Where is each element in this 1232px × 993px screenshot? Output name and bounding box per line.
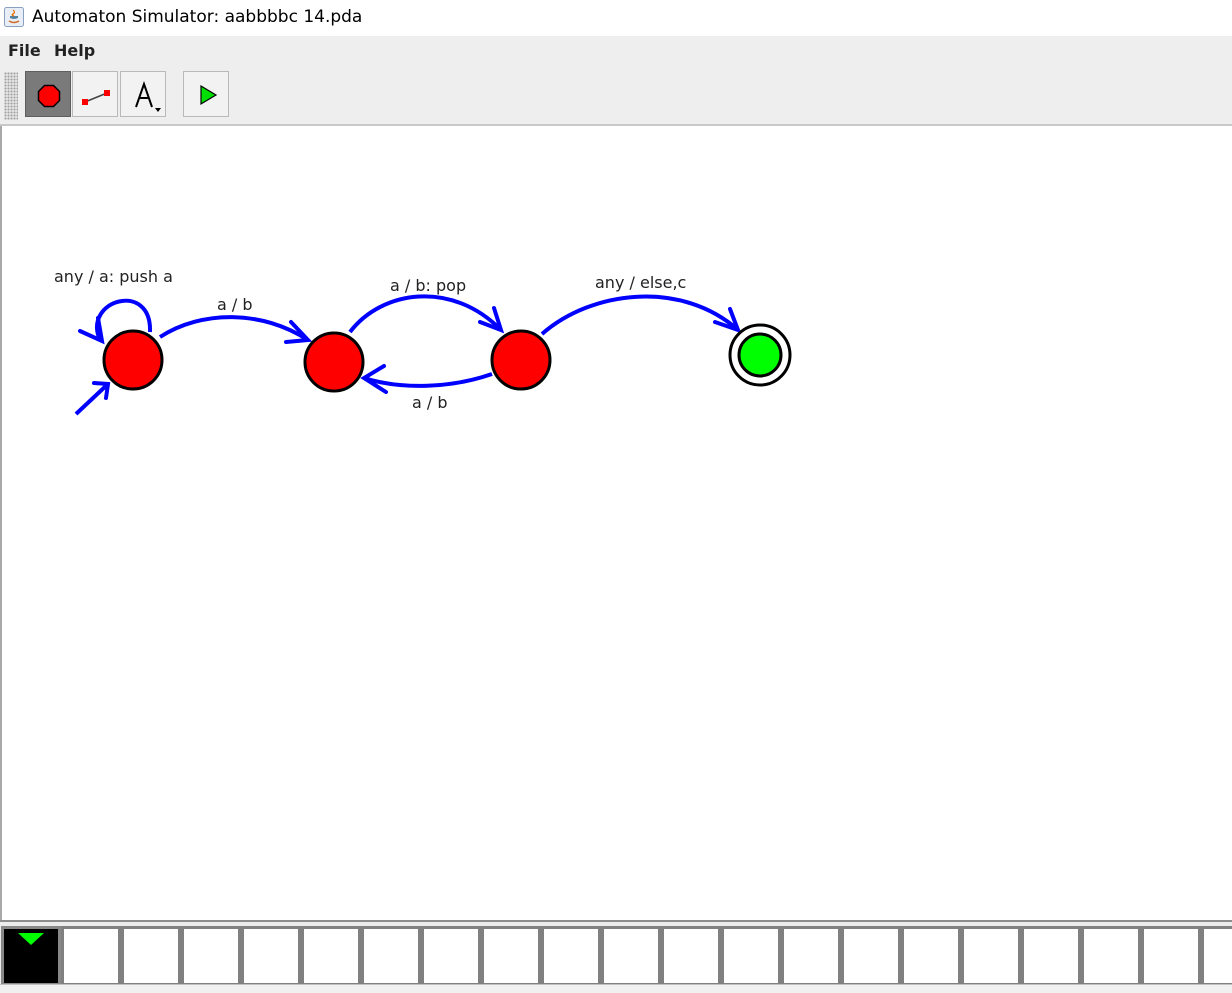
letter-a-icon xyxy=(135,80,161,112)
tape-cell[interactable] xyxy=(361,926,421,986)
tape-cell[interactable] xyxy=(121,926,181,986)
tape-cell[interactable] xyxy=(781,926,841,986)
tape-cell[interactable] xyxy=(1201,926,1232,986)
tape-cell[interactable] xyxy=(1081,926,1141,986)
tape-head-marker-icon xyxy=(18,933,44,945)
tape-cell[interactable] xyxy=(541,926,601,986)
tape-cell[interactable] xyxy=(901,926,961,986)
transition-q2-q3[interactable] xyxy=(540,294,740,336)
state-q3[interactable] xyxy=(737,332,783,378)
start-arrow-head xyxy=(92,381,111,400)
tape-cell[interactable] xyxy=(661,926,721,986)
transition-line-icon xyxy=(82,90,110,105)
window-title: Automaton Simulator: aabbbbc 14.pda xyxy=(32,7,363,27)
transition-q2-q1-head xyxy=(360,364,388,394)
tape-cell[interactable] xyxy=(421,926,481,986)
label-q0-q0: any / a: push a xyxy=(54,267,173,286)
red-circle-icon xyxy=(37,84,61,108)
automaton-canvas[interactable]: any / a: push a a / b a / b: pop a / b a… xyxy=(0,126,1232,920)
run-button[interactable] xyxy=(183,71,229,117)
automaton-diagram: any / a: push a a / b a / b: pop a / b a… xyxy=(54,267,792,416)
transition-q1-q2-head xyxy=(478,306,505,334)
transition-q0-q1-head xyxy=(284,320,313,344)
menu-bar: File Help xyxy=(0,36,1232,66)
start-arrow xyxy=(74,382,110,416)
tape-cell[interactable] xyxy=(721,926,781,986)
green-play-icon xyxy=(200,84,218,106)
label-q2-q1: a / b xyxy=(412,393,448,412)
tape-cell[interactable] xyxy=(961,926,1021,986)
menu-file[interactable]: File xyxy=(8,41,41,60)
state-q2[interactable] xyxy=(490,329,552,391)
transition-q0-q0-head xyxy=(78,316,105,345)
transition-q2-q3-head xyxy=(713,307,742,334)
label-q2-q3: any / else,c xyxy=(595,273,686,292)
java-icon xyxy=(4,7,24,27)
tape-cell[interactable] xyxy=(1141,926,1201,986)
title-bar: Automaton Simulator: aabbbbc 14.pda xyxy=(0,0,1232,36)
state-tool-button[interactable] xyxy=(25,71,71,117)
horizontal-scrollbar[interactable] xyxy=(0,984,1232,993)
label-q1-q2: a / b: pop xyxy=(390,276,466,295)
state-q1[interactable] xyxy=(303,331,365,393)
transition-q1-q2[interactable] xyxy=(348,294,503,334)
toolbar xyxy=(0,66,1232,126)
transition-q0-q1[interactable] xyxy=(158,315,310,342)
tape-cell[interactable] xyxy=(1021,926,1081,986)
tape-cell[interactable] xyxy=(481,926,541,986)
tape-cell[interactable] xyxy=(241,926,301,986)
tape-cell[interactable] xyxy=(601,926,661,986)
label-q0-q1: a / b xyxy=(217,295,253,314)
tape-cell-head[interactable] xyxy=(1,926,61,986)
transition-q2-q1[interactable] xyxy=(363,372,493,388)
transition-tool-button[interactable] xyxy=(72,71,118,117)
tape-cell[interactable] xyxy=(841,926,901,986)
toolbar-grip[interactable] xyxy=(4,72,18,120)
tape-cell[interactable] xyxy=(61,926,121,986)
tape-cell[interactable] xyxy=(181,926,241,986)
input-tape xyxy=(0,920,1232,992)
text-tool-button[interactable] xyxy=(120,71,166,117)
tape-cell[interactable] xyxy=(301,926,361,986)
transition-q0-q0[interactable] xyxy=(95,298,153,341)
state-q0[interactable] xyxy=(102,329,164,391)
menu-help[interactable]: Help xyxy=(54,41,96,60)
